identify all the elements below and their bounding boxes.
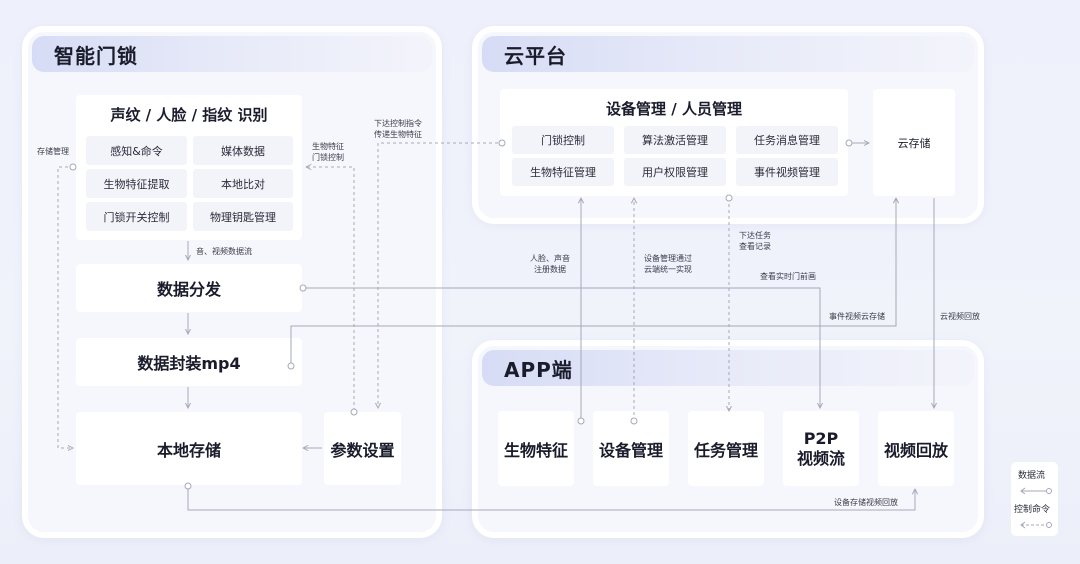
data-package-box: 数据封装mp4 (76, 338, 302, 386)
recognition-cell: 物理钥匙管理 (193, 202, 293, 231)
node-dispatch (299, 284, 307, 292)
label-device-storage-playback: 设备存储视频回放 (834, 498, 898, 507)
node-local-storage (184, 482, 192, 490)
recognition-cell: 媒体数据 (193, 136, 293, 165)
node-biometrics (577, 417, 585, 425)
management-title: 设备管理 / 人员管理 (606, 100, 742, 118)
label-face-voice: 人脸、声音 注册数据 (530, 254, 570, 274)
app-panel-header: APP端 (482, 350, 974, 386)
recognition-cell: 本地比对 (193, 169, 293, 198)
management-cell: 用户权限管理 (624, 158, 726, 186)
flow-package-to-cloud-storage (290, 198, 896, 363)
legend: 数据流 控制命令 (1011, 462, 1058, 536)
label-bio-lock-ctrl: 生物特征 门锁控制 (312, 142, 344, 162)
management-cell: 生物特征管理 (512, 158, 614, 186)
label-storage-mgmt: 存储管理 (37, 147, 69, 156)
label-issue-task: 下达任务 查看记录 (739, 231, 771, 251)
app-module-video-playback: 视频回放 (878, 411, 954, 486)
data-dispatch-box: 数据分发 (76, 264, 302, 312)
legend-control-node (1046, 522, 1052, 528)
param-settings-box: 参数设置 (324, 412, 401, 485)
management-cell: 任务消息管理 (736, 126, 838, 154)
label-issue-ctrl: 下达控制指令 传递生物特征 (374, 119, 422, 139)
label-device-mgmt-cloud: 设备管理通过 云端统一实现 (644, 254, 692, 274)
node-params-top (350, 408, 358, 416)
control-params-to-recognition (306, 167, 355, 411)
app-module-biometrics: 生物特征 (498, 411, 574, 486)
management-card: 设备管理 / 人员管理 门锁控制 算法激活管理 任务消息管理 生物特征管理 用户… (500, 89, 848, 196)
label-cloud-playback: 云视频回放 (940, 312, 980, 321)
node-cloud-lockctl (498, 139, 506, 147)
cloud-panel-title: 云平台 (504, 44, 567, 68)
cloud-panel-header: 云平台 (482, 36, 974, 72)
app-module-p2p-stream: P2P 视频流 (783, 411, 859, 486)
label-live-view: 查看实时门前画 (760, 272, 816, 281)
node-package (287, 362, 295, 370)
smart-lock-panel-header: 智能门锁 (32, 36, 432, 72)
recognition-cell: 生物特征提取 (86, 169, 187, 198)
recognition-cell: 门锁开关控制 (86, 202, 187, 231)
management-cell: 门锁控制 (512, 126, 614, 154)
control-cloud-to-lock (378, 142, 498, 408)
legend-symbols (1020, 487, 1052, 529)
smart-lock-panel-title: 智能门锁 (54, 44, 138, 68)
cloud-storage-label: 云存储 (897, 136, 931, 150)
legend-data-flow-label: 数据流 (1018, 471, 1046, 481)
management-cell: 算法激活管理 (624, 126, 726, 154)
legend-control-arrowhead (1020, 521, 1026, 529)
node-storage-mgmt (69, 163, 77, 171)
app-module-task-mgmt: 任务管理 (688, 411, 764, 486)
app-panel-title: APP端 (504, 358, 573, 382)
management-cell: 事件视频管理 (736, 158, 838, 186)
recognition-cell: 感知&命令 (86, 136, 187, 165)
cloud-storage-box: 云存储 (873, 89, 955, 196)
node-task-mgmt (725, 194, 733, 202)
flow-dispatch-to-p2p (303, 287, 820, 408)
recognition-card: 声纹 / 人脸 / 指纹 识别 感知&命令 媒体数据 生物特征提取 本地比对 门… (76, 95, 302, 240)
control-storage-mgmt (57, 166, 73, 448)
flow-local-storage-to-playback (187, 486, 915, 511)
label-event-cloud: 事件视频云存储 (829, 312, 885, 321)
app-module-device-mgmt: 设备管理 (593, 411, 669, 486)
legend-data-flow-node (1046, 488, 1052, 494)
label-av-stream: 音、视频数据流 (196, 247, 252, 256)
legend-control-label: 控制命令 (1014, 505, 1051, 515)
legend-data-flow-arrowhead (1020, 487, 1026, 495)
node-mgmt-right (845, 139, 853, 147)
recognition-title: 声纹 / 人脸 / 指纹 识别 (110, 106, 268, 124)
local-storage-box: 本地存储 (76, 412, 302, 485)
node-device-mgmt (630, 417, 638, 425)
